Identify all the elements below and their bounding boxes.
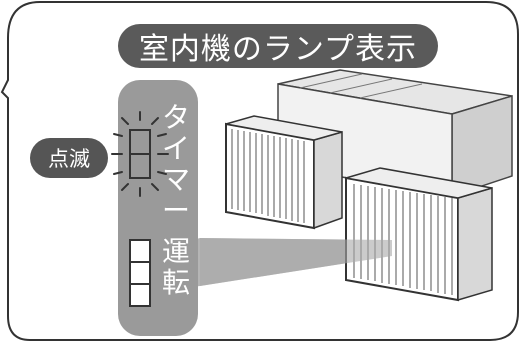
run-lamp — [129, 239, 151, 307]
timer-lamp — [129, 129, 151, 179]
blink-rays — [111, 111, 169, 197]
indoor-unit-illustration — [225, 69, 513, 302]
page-title: 室内機のランプ表示 — [118, 24, 438, 68]
run-label-char: 運 — [161, 235, 190, 268]
timer-label-char: ー — [161, 194, 190, 227]
timer-lamp-label: タ イ マ ー — [159, 102, 193, 226]
timer-label-char: マ — [161, 163, 190, 196]
run-lamp-label: 運 転 — [159, 236, 193, 298]
highlight-beam-tip — [200, 238, 392, 286]
timer-label-char: イ — [161, 132, 190, 165]
timer-label-char: タ — [161, 101, 190, 134]
run-label-char: 転 — [161, 266, 190, 299]
blinking-badge: 点滅 — [30, 138, 108, 178]
